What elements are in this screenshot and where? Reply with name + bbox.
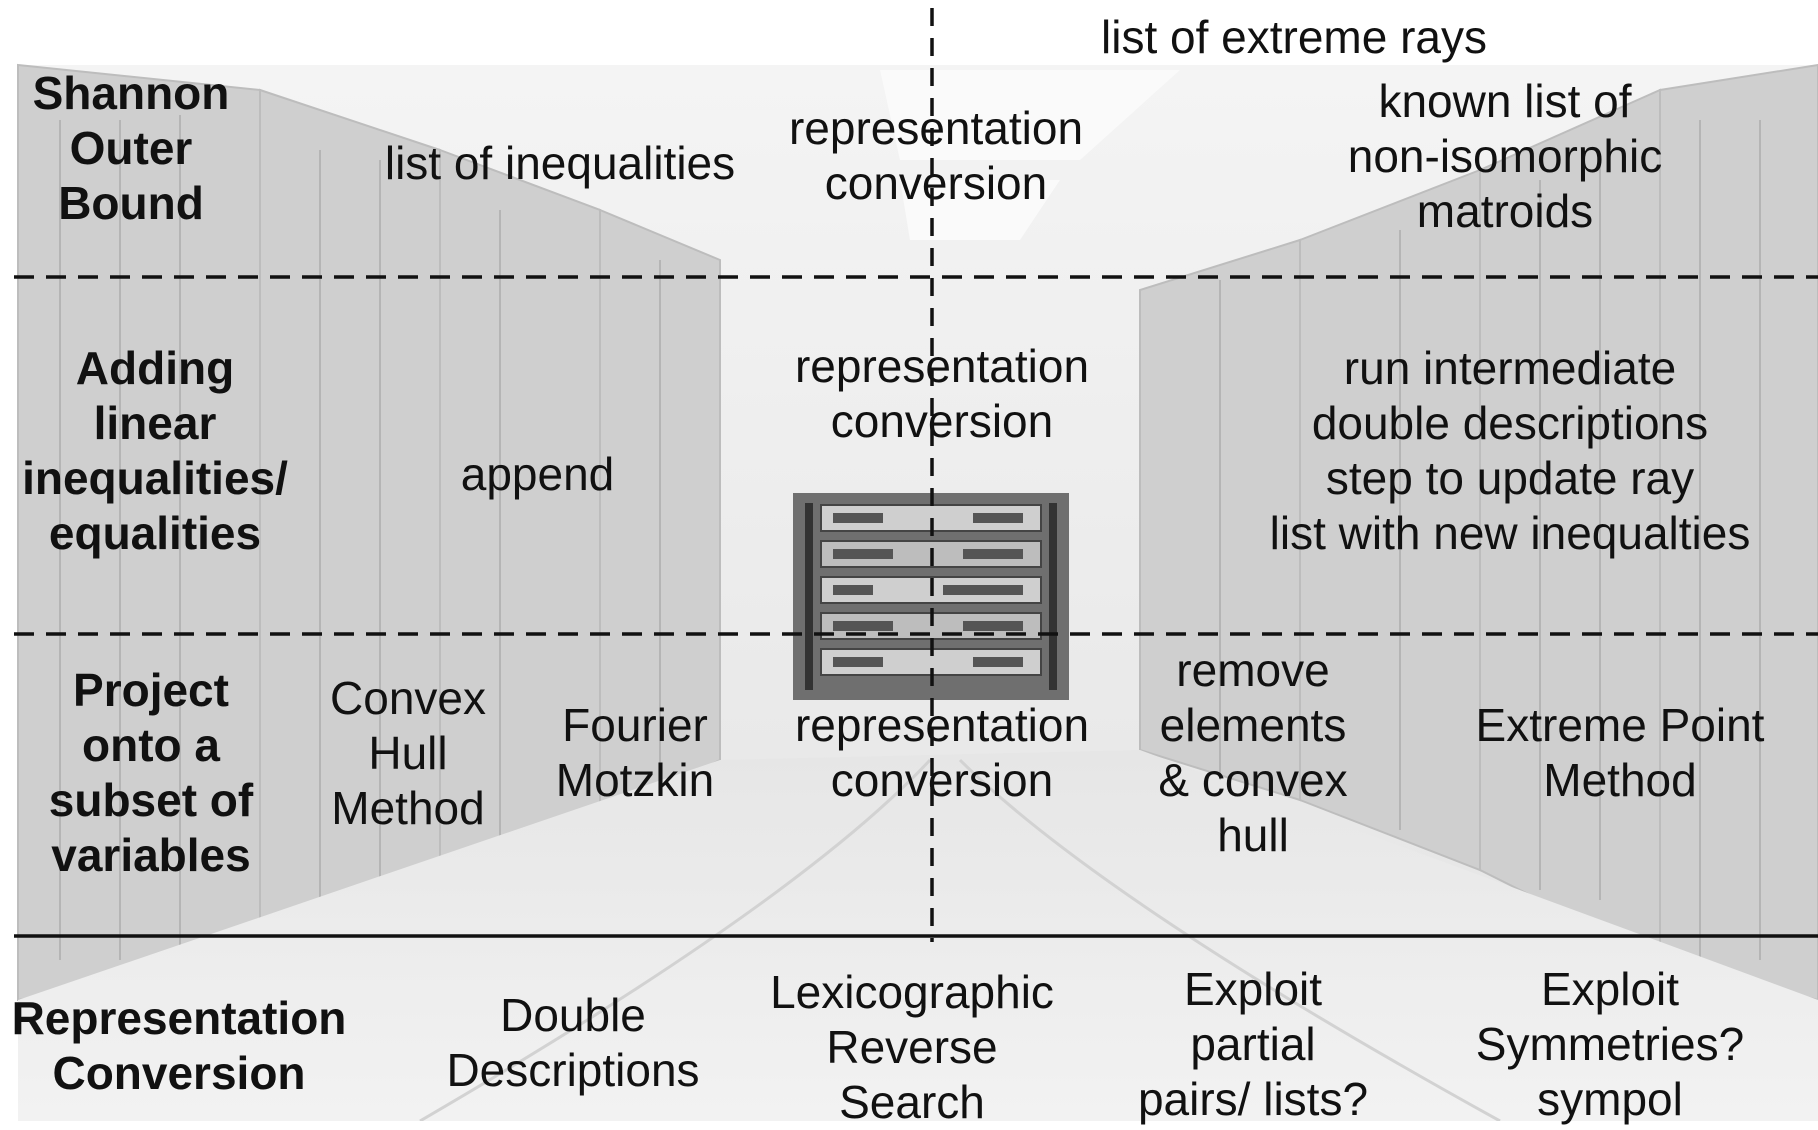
project-representation-conversion: representation conversion [794,699,1090,806]
server-rack-icon [793,493,1069,700]
row-label-adding: Adding linear inequalities/ equalities [22,342,288,559]
extreme-point-method: Extreme Point Method [1475,699,1765,806]
remove-elements-convex-hull: remove elements & convex hull [1158,644,1348,861]
append: append [460,448,615,500]
row-label-representation-conversion: Representation Conversion [11,992,347,1099]
extreme-rays-header: list of extreme rays [1101,11,1487,63]
exploit-symmetries: Exploit Symmetries? sympol [1475,963,1745,1125]
exploit-partial-pairs: Exploit partial pairs/ lists? [1137,963,1369,1125]
row-label-project: Project onto a subset of variables [48,664,254,881]
list-of-inequalities: list of inequalities [384,137,736,189]
double-descriptions: Double Descriptions [446,989,700,1096]
known-matroids: known list of non-isomorphic matroids [1347,75,1663,237]
fourier-motzkin: Fourier Motzkin [555,699,715,806]
row-label-shannon: Shannon Outer Bound [32,67,230,229]
adding-representation-conversion: representation conversion [794,340,1090,447]
shannon-representation-conversion: representation conversion [788,102,1084,209]
convex-hull-method: Convex Hull Method [330,672,486,834]
lexicographic-reverse-search: Lexicographic Reverse Search [770,966,1054,1128]
double-descriptions-step: run intermediate double descriptions ste… [1269,342,1751,559]
